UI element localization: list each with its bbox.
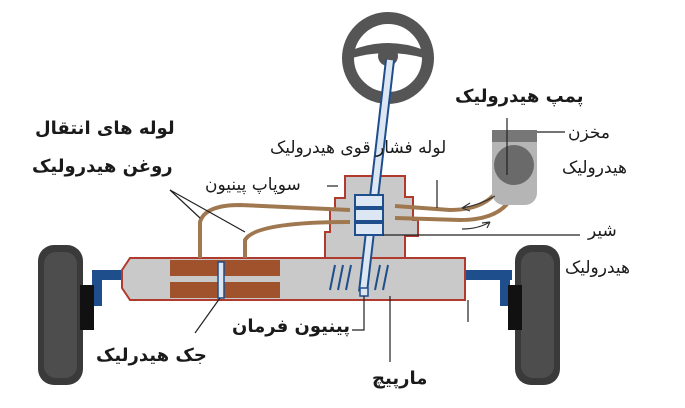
pinion-valve-spool	[354, 194, 384, 236]
label-hydraulic-jack: جک هیدرلیک	[96, 345, 207, 366]
label-reservoir-line1: مخزن	[568, 123, 610, 143]
label-transfer-pipes-line1: لوله های انتقال	[35, 118, 175, 139]
label-reservoir-line2: هیدرولیک	[562, 158, 627, 178]
hydraulic-pipes	[198, 174, 517, 258]
label-valve-line1: شیر	[588, 221, 617, 241]
tie-rods	[92, 270, 512, 306]
label-transfer-pipes-line2: روغن هیدرولیک	[32, 156, 173, 177]
label-valve-line2: هیدرولیک	[565, 258, 630, 278]
reservoir-pump	[492, 130, 537, 205]
label-worm-gear: مارپیچ	[372, 368, 428, 389]
label-pinion-valve: سوپاپ پینیون	[205, 175, 301, 195]
label-high-pressure-pipe: لوله فشار قوی هیدرولیک	[270, 138, 447, 158]
jack-piston	[217, 261, 225, 299]
label-steering-pinion: پینیون فرمان	[232, 316, 350, 337]
label-hydraulic-pump: پمپ هیدرولیک	[455, 86, 584, 107]
